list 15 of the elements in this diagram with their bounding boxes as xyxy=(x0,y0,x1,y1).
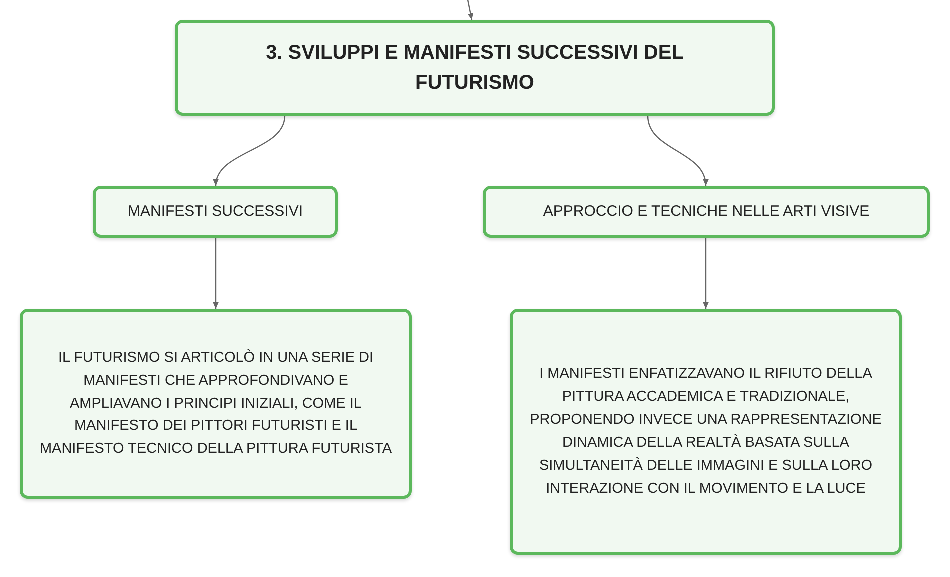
arrow xyxy=(213,238,219,309)
topic-text: I MANIFESTI ENFATIZZAVANO IL RIFIUTO DELLA PITTURA ACCADEMICA E TRADIZIONALE, PROPONENDO INVECE UNA RAPPRESENTAZIONE DINAMICA DELLA REALTÀ BASATA SULLA SIMULTANEITÀ DELLE IMMAGINI E SULLA LORO INTERAZIONE CON IL MOVIMENTO E LA LUCE xyxy=(529,365,883,499)
topic-text: IL FUTURISMO SI ARTICOLÒ IN UNA SERIE DI MANIFESTI CHE APPROFONDIVANO E AMPLIAVANO I PRINCIPI INIZIALI, COME IL MANIFESTO DEI PITTORI FUTURISTI E IL MANIFESTO TECNICO DELLA PITTURA FUTURISTA xyxy=(38,348,394,460)
topic-box xyxy=(483,186,930,238)
title-box xyxy=(175,20,775,116)
arrow xyxy=(703,238,709,309)
topic-box xyxy=(93,186,338,238)
topic-text: MANIFESTI SUCCESSIVI xyxy=(128,202,304,222)
topic-box xyxy=(20,309,412,499)
topic-text: APPROCCIO E TECNICHE NELLE ARTI VISIVE xyxy=(543,202,870,222)
title-text: 3. SVILUPPI E MANIFESTI SUCCESSIVI DEL FUTURISMO xyxy=(265,41,685,96)
arrow xyxy=(467,0,474,20)
topic-box xyxy=(510,309,902,555)
arrow xyxy=(647,116,708,186)
arrow xyxy=(214,116,286,186)
